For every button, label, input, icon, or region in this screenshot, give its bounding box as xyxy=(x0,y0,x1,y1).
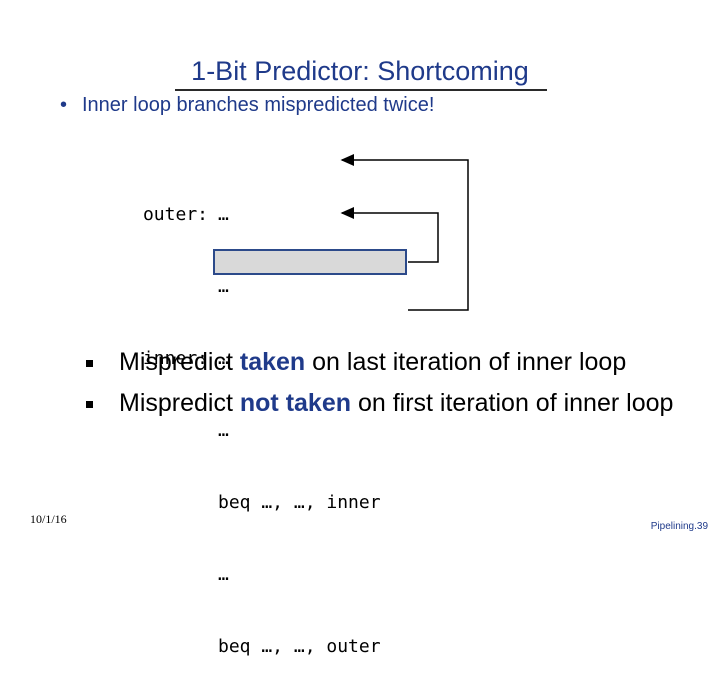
code-line: … xyxy=(218,564,229,585)
code-line-beq-outer: beq …, …, outer xyxy=(218,636,381,657)
sub-bullet-not-taken: Mispredict not taken on first iteration … xyxy=(80,388,680,419)
code-label-outer: outer: xyxy=(142,204,208,225)
code-line-beq-inner: beq …, …, inner xyxy=(218,492,381,513)
square-bullet-icon xyxy=(86,360,93,367)
sub-bullet-list: Mispredict taken on last iteration of in… xyxy=(80,347,680,429)
inner-branch-highlight xyxy=(213,249,407,275)
outer-branch-arrow xyxy=(340,154,469,311)
sub-bullet-suffix: on first iteration of inner loop xyxy=(351,389,674,417)
main-bullet-text: loop branches mispredicted twice! xyxy=(127,94,435,116)
sub-bullet-prefix: Mispredict xyxy=(119,389,240,417)
sub-bullet-prefix: Mispredict xyxy=(119,348,240,376)
code-line: … xyxy=(218,348,229,369)
code-line: … xyxy=(218,420,229,441)
sub-bullet-taken: Mispredict taken on last iteration of in… xyxy=(80,347,680,378)
footer-date: 10/1/16 xyxy=(30,512,67,526)
bullet-dot-icon: • xyxy=(60,94,68,116)
footer-page-number: Pipelining.39 xyxy=(650,521,708,532)
title-underline xyxy=(175,89,547,91)
sub-bullet-emphasis: taken xyxy=(239,348,306,376)
sub-bullet-emphasis: not taken xyxy=(239,389,351,417)
slide-title: 1-Bit Predictor: Shortcoming xyxy=(191,56,529,86)
code-line: … xyxy=(218,276,229,297)
main-bullet-highlight: Inner xyxy=(82,94,128,116)
main-bullet: • Inner loop branches mispredicted twice! xyxy=(60,94,434,117)
inner-branch-arrow xyxy=(340,207,439,263)
branch-arrows xyxy=(340,154,469,311)
code-line: … xyxy=(218,204,229,225)
square-bullet-icon xyxy=(86,401,93,408)
code-labels: outer: inner: xyxy=(134,155,208,395)
code-label-inner: inner: xyxy=(142,348,208,369)
sub-bullet-suffix: on last iteration of inner loop xyxy=(305,348,627,376)
